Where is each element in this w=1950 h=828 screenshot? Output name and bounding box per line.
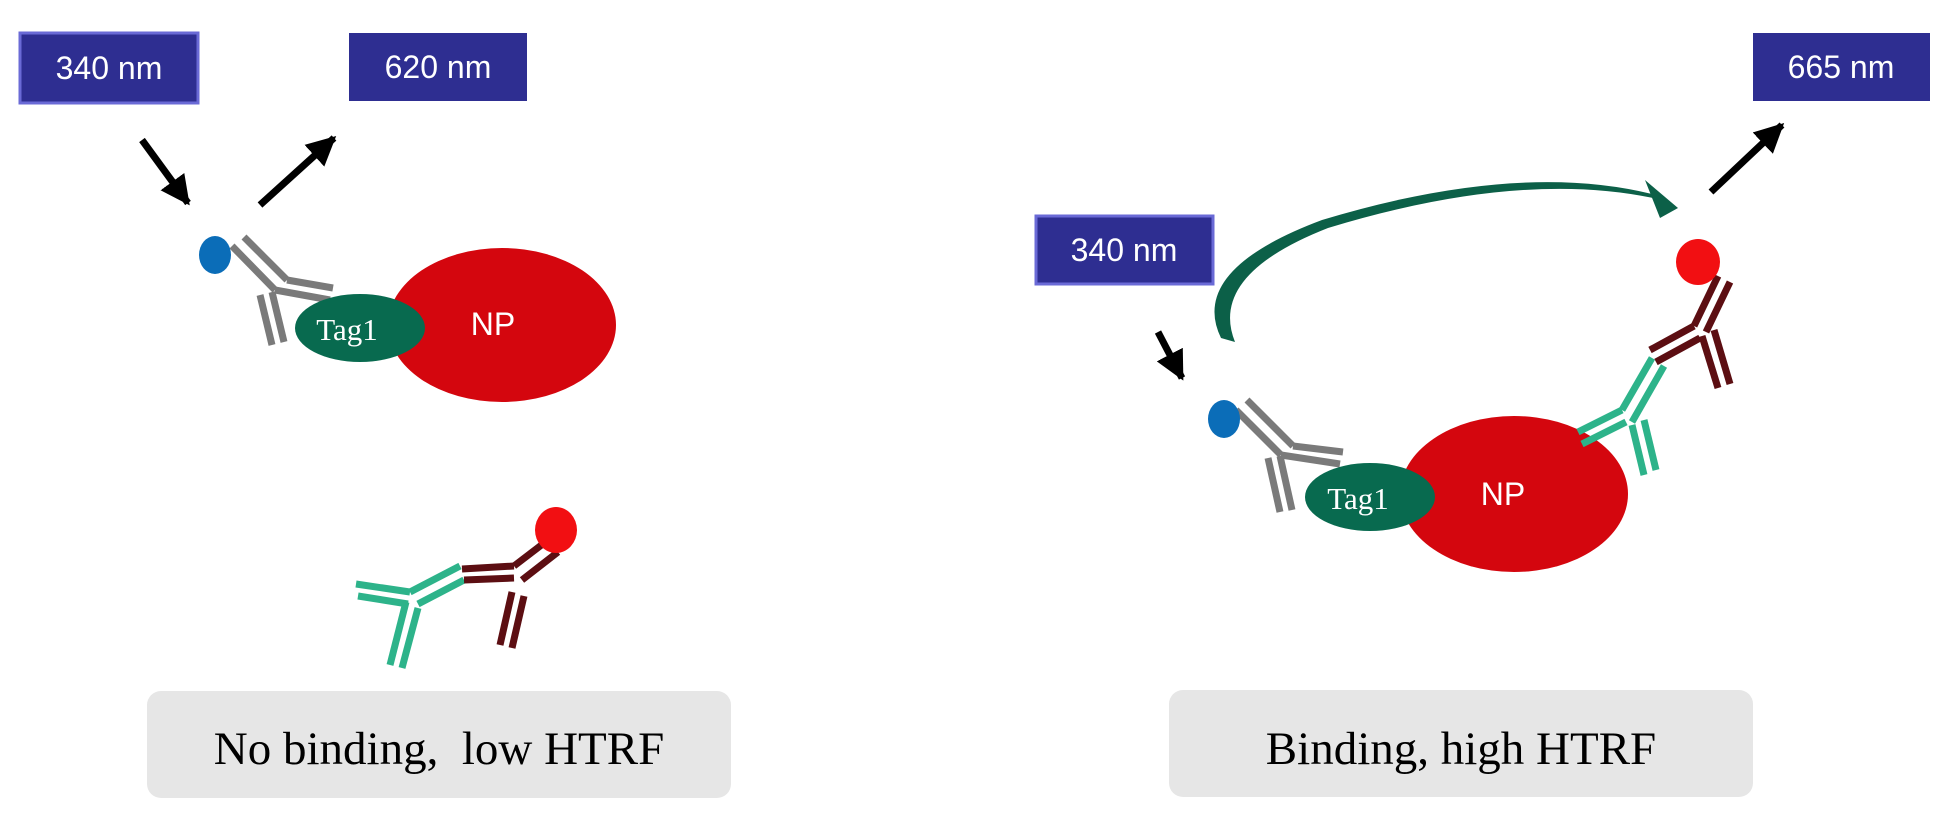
right-caption: Binding, high HTRF — [1169, 690, 1753, 797]
left-nanoparticle — [388, 248, 616, 402]
right-nanoparticle-label: NP — [1481, 476, 1525, 512]
right-excitation-label: 340 nm — [1034, 214, 1215, 286]
right-panel: 340 nm 665 nm NP Tag1 — [1034, 33, 1930, 797]
right-tag — [1305, 463, 1435, 531]
right-bound-acceptor-antibody — [1648, 274, 1734, 390]
left-excitation-label-text: 340 nm — [56, 50, 163, 86]
left-donor-fluorophore — [199, 236, 231, 274]
right-emission-label: 665 nm — [1753, 33, 1930, 101]
right-emission-label-text: 665 nm — [1788, 49, 1895, 85]
right-bound-target-antibody — [1576, 356, 1668, 476]
left-panel: 340 nm 620 nm NP Tag1 — [18, 31, 731, 798]
right-excitation-arrow — [1154, 330, 1186, 381]
right-caption-text: Binding, high HTRF — [1266, 723, 1656, 775]
left-free-target-antibody — [355, 562, 466, 669]
left-caption-text: No binding, low HTRF — [214, 723, 664, 775]
left-excitation-arrow — [139, 137, 191, 206]
right-donor-fluorophore — [1208, 400, 1240, 438]
right-tag-label: Tag1 — [1327, 481, 1389, 516]
left-free-acceptor-antibody — [461, 537, 561, 649]
left-tag-label: Tag1 — [316, 312, 378, 347]
left-nanoparticle-label: NP — [471, 306, 515, 342]
right-emission-arrow — [1708, 122, 1785, 195]
left-emission-arrow — [257, 135, 337, 208]
right-donor-antibody — [1233, 397, 1344, 513]
right-nanoparticle — [1400, 416, 1628, 572]
left-emission-label: 620 nm — [349, 33, 527, 101]
energy-transfer-arrow — [1214, 180, 1678, 342]
left-emission-label-text: 620 nm — [385, 49, 492, 85]
left-acceptor-fluorophore — [535, 507, 577, 553]
right-acceptor-fluorophore — [1676, 239, 1720, 285]
left-excitation-label: 340 nm — [18, 31, 200, 105]
left-tag — [295, 294, 425, 362]
left-donor-antibody — [229, 234, 334, 346]
left-caption: No binding, low HTRF — [147, 691, 731, 798]
right-excitation-label-text: 340 nm — [1071, 232, 1178, 268]
